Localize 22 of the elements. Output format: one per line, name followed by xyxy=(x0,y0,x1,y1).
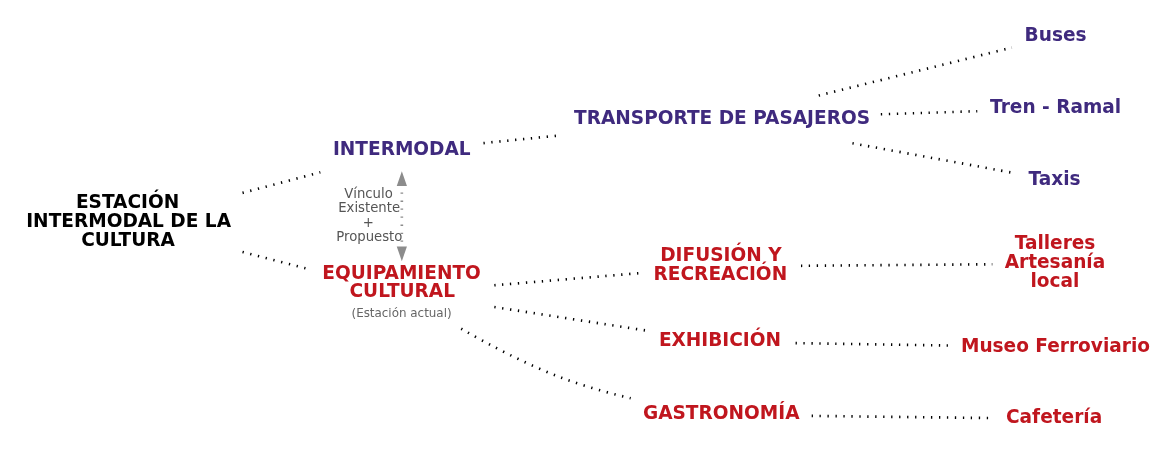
node-text: EXHIBICIÓN xyxy=(658,329,782,351)
node-text: Taxis xyxy=(1028,167,1081,189)
node-text: TRANSPORTE DE PASAJEROS xyxy=(574,106,871,128)
node-text: INTERMODAL xyxy=(332,138,471,160)
connector xyxy=(460,327,631,400)
edge-label: Vínculo Existente + Propuesto xyxy=(336,185,403,245)
node-label: (Estación actual) xyxy=(351,306,452,321)
connector xyxy=(242,171,321,195)
node-text: Museo Ferroviario xyxy=(960,334,1151,356)
node-text: ESTACIÓN INTERMODAL DE LA CULTURA xyxy=(26,191,232,250)
connector xyxy=(494,305,648,332)
arrow xyxy=(396,171,407,262)
node-text: GASTRONOMÍA xyxy=(642,402,800,424)
node-text: Tren - Ramal xyxy=(990,95,1122,117)
connector xyxy=(795,341,949,347)
connector xyxy=(880,109,978,116)
node-text: Talleres Artesanía local xyxy=(1004,232,1106,291)
connector xyxy=(818,46,1013,97)
node-text: Cafetería xyxy=(1006,406,1103,428)
node-text: DIFUSIÓN Y RECREACIÓN xyxy=(653,244,788,284)
node-text: EQUIPAMIENTO CULTURAL xyxy=(322,261,481,302)
node-text: Buses xyxy=(1024,24,1087,46)
